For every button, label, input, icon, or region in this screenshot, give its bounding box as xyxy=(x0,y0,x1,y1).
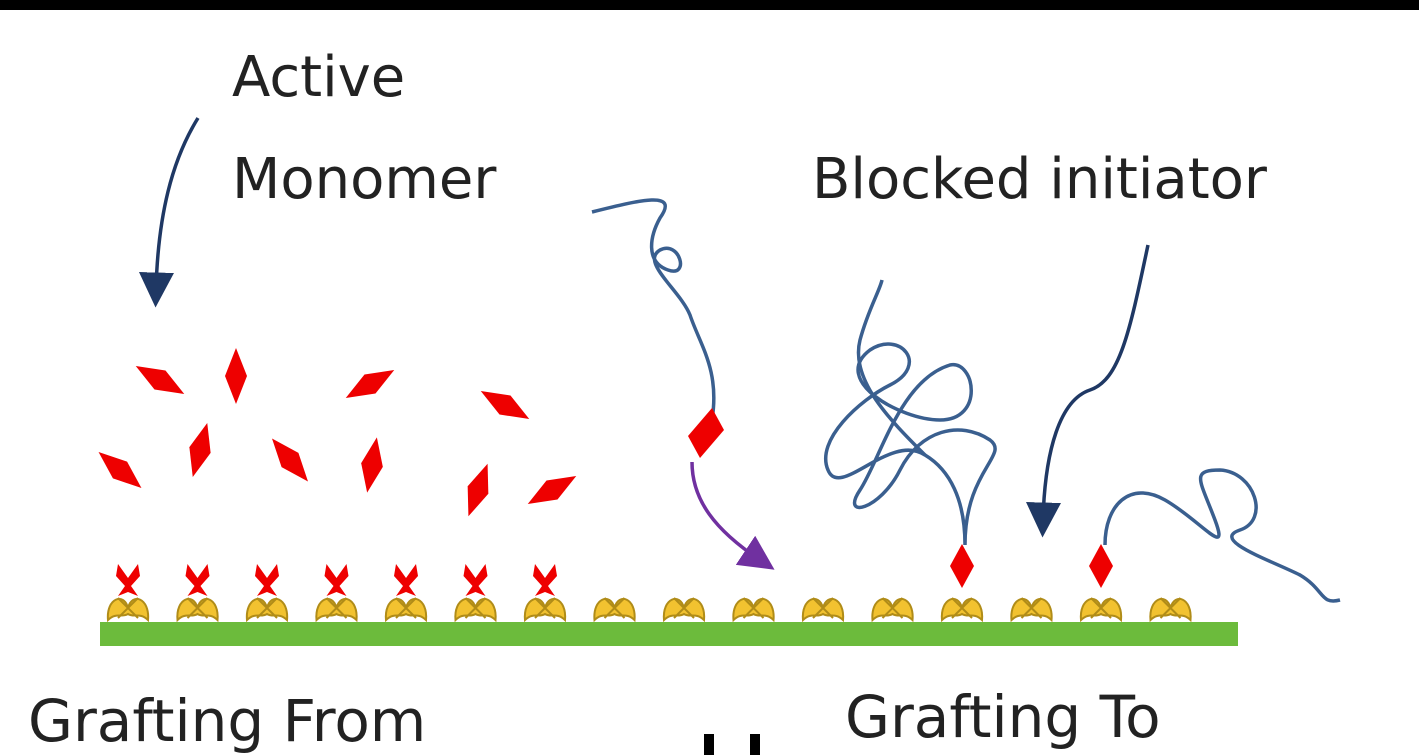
initiator-site xyxy=(247,564,287,620)
substrate-surface xyxy=(100,622,1238,646)
initiator-site xyxy=(386,564,426,620)
active-monomer-diamond xyxy=(356,436,387,495)
chain-active-end xyxy=(688,408,724,458)
chain-anchor-diamond xyxy=(950,544,974,588)
active-monomer-diamond xyxy=(475,381,534,428)
initiator-site xyxy=(803,598,843,620)
label-grafting-from: Grafting From xyxy=(28,692,426,750)
free-monomers xyxy=(91,348,581,520)
initiator-site xyxy=(594,598,634,620)
activated-monomer-x xyxy=(325,564,349,596)
initiator-site xyxy=(872,598,912,620)
initiator-sites xyxy=(108,544,1191,620)
activated-monomer-x xyxy=(533,564,557,596)
grafted-polymer-chain-1 xyxy=(826,344,995,545)
initiator-site xyxy=(1011,598,1051,620)
initiator-site xyxy=(942,544,982,620)
initiator-site xyxy=(177,564,217,620)
initiator-site xyxy=(733,598,773,620)
active-monomer-diamond xyxy=(182,420,218,480)
incoming-polymer-chain xyxy=(592,200,714,420)
initiator-site xyxy=(1081,544,1121,620)
active-monomer-diamond xyxy=(458,460,498,520)
active-monomer-diamond xyxy=(340,360,399,407)
diagram-canvas: Active Monomer Blocked initiator Graftin… xyxy=(0,10,1419,755)
active-monomer-diamond xyxy=(130,356,189,403)
initiator-site xyxy=(455,564,495,620)
divider-mark-right xyxy=(750,734,760,755)
blocked-initiator-arrow xyxy=(1043,245,1148,520)
activated-monomer-x xyxy=(186,564,210,596)
grafted-polymer-chain-2 xyxy=(1105,470,1340,601)
initiator-site xyxy=(525,564,565,620)
activated-monomer-x xyxy=(464,564,488,596)
initiator-site xyxy=(664,598,704,620)
label-grafting-to: Grafting To xyxy=(845,688,1161,746)
activated-monomer-x xyxy=(116,564,140,596)
initiator-site xyxy=(316,564,356,620)
reaction-arrow xyxy=(692,462,760,560)
activated-monomer-x xyxy=(394,564,418,596)
label-monomer: Monomer xyxy=(232,152,496,208)
active-monomer-diamond xyxy=(264,431,317,488)
label-active: Active xyxy=(232,50,405,106)
divider-mark-left xyxy=(704,734,714,755)
active-monomer-diamond xyxy=(522,466,581,513)
initiator-site xyxy=(108,564,148,620)
active-monomer-diamond xyxy=(225,348,247,404)
initiator-site xyxy=(1150,598,1190,620)
grafting-diagram xyxy=(0,10,1419,755)
active-monomer-arrow xyxy=(156,118,198,290)
chain-anchor-diamond xyxy=(1089,544,1113,588)
activated-monomer-x xyxy=(255,564,279,596)
label-blocked-initiator: Blocked initiator xyxy=(812,152,1267,208)
active-monomer-diamond xyxy=(91,444,148,497)
